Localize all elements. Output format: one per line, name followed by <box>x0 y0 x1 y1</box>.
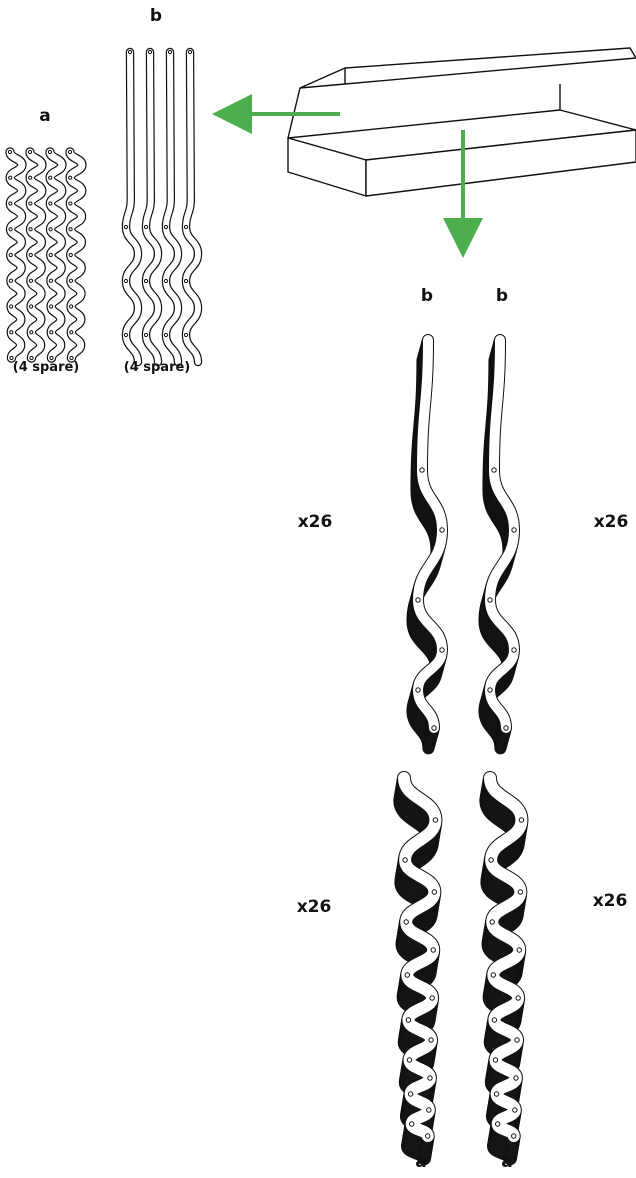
rivet-hole <box>432 890 436 894</box>
loose-strip-b <box>124 50 138 362</box>
loose-strip-a <box>28 150 42 359</box>
spare-count-b: (4 spare) <box>124 360 191 375</box>
rivet-hole <box>517 948 521 952</box>
spare-count-a: (4 spare) <box>13 360 80 375</box>
rivet-hole <box>407 1058 411 1062</box>
rivet-hole <box>504 726 508 730</box>
loose-strip-a <box>48 150 62 359</box>
loose-strip-b <box>184 50 198 362</box>
rivet-hole <box>492 1018 496 1022</box>
rivet-hole <box>440 528 444 532</box>
rivet-hole <box>405 973 409 977</box>
rivet-hole <box>512 648 516 652</box>
stack-label-b-left: b <box>421 286 433 306</box>
loose-parts-a-group <box>8 150 82 359</box>
rivet-hole <box>406 1018 410 1022</box>
rivet-hole <box>491 973 495 977</box>
rivet-hole <box>490 920 494 924</box>
rivet-hole <box>429 1038 433 1042</box>
stack-label-a-right: a <box>501 1152 512 1172</box>
rivet-hole <box>430 996 434 1000</box>
quantity-label-a-right: x26 <box>593 891 628 911</box>
rivet-hole <box>408 1092 412 1096</box>
rivet-hole <box>440 648 444 652</box>
quantity-label-a-left: x26 <box>297 897 332 917</box>
rivet-hole <box>512 1134 516 1138</box>
rivet-hole <box>416 598 420 602</box>
rivet-hole <box>512 528 516 532</box>
rivet-hole <box>416 688 420 692</box>
rivet-hole <box>432 726 436 730</box>
rivet-hole <box>427 1108 431 1112</box>
stacked-strips-b-left <box>412 340 444 748</box>
loose-parts-b-group <box>124 50 198 362</box>
rivet-hole <box>518 890 522 894</box>
loose-strip-a <box>68 150 82 359</box>
stacked-strips-a-right <box>486 778 523 1158</box>
quantity-label-b-right: x26 <box>594 512 629 532</box>
rivet-hole <box>433 818 437 822</box>
rivet-hole <box>404 920 408 924</box>
loose-strip-b <box>144 50 158 362</box>
stacked-strips-b-right <box>484 340 516 748</box>
rivet-hole <box>488 688 492 692</box>
rivet-hole <box>493 1058 497 1062</box>
loose-strip-b <box>164 50 178 362</box>
part-label-a-top: a <box>39 106 50 126</box>
rivet-hole <box>496 1122 500 1126</box>
rivet-hole <box>410 1122 414 1126</box>
rivet-hole <box>514 1076 518 1080</box>
rivet-hole <box>516 996 520 1000</box>
rivet-hole <box>403 858 407 862</box>
loose-strip-a <box>8 150 22 359</box>
rivet-hole <box>489 858 493 862</box>
rivet-hole <box>513 1108 517 1112</box>
rivet-hole <box>420 468 424 472</box>
stacked-strips-a-left <box>400 778 437 1158</box>
rivet-hole <box>492 468 496 472</box>
rivet-hole <box>494 1092 498 1096</box>
stack-label-b-right: b <box>496 286 508 306</box>
rivet-hole <box>519 818 523 822</box>
rivet-hole <box>428 1076 432 1080</box>
part-label-b-top: b <box>150 6 162 26</box>
stack-label-a-left: a <box>415 1152 426 1172</box>
rivet-hole <box>515 1038 519 1042</box>
rivet-hole <box>426 1134 430 1138</box>
quantity-label-b-left: x26 <box>298 512 333 532</box>
rivet-hole <box>488 598 492 602</box>
rivet-hole <box>431 948 435 952</box>
